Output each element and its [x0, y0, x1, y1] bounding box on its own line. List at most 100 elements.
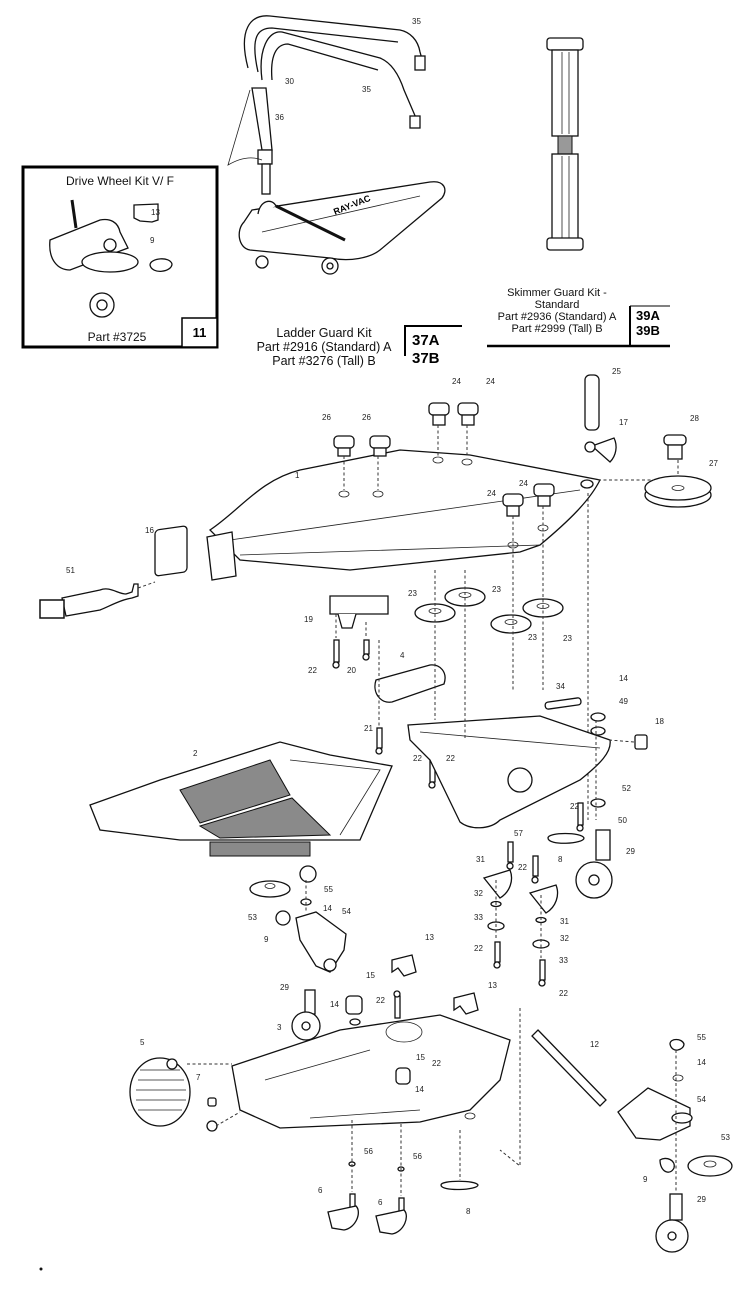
- callout: 6: [318, 1186, 323, 1195]
- callout: 22: [518, 863, 527, 872]
- callout: 32: [474, 889, 483, 898]
- skimmer-guard-code-b: 39B: [636, 323, 660, 338]
- callout: 15: [416, 1053, 425, 1062]
- callout: 31: [560, 917, 569, 926]
- callout: 16: [145, 526, 154, 535]
- callout: 23: [408, 589, 417, 598]
- callout: 36: [275, 113, 284, 122]
- pivot-housing-54-right: [617, 1038, 733, 1177]
- callout: 23: [492, 585, 501, 594]
- kit-label-borders: [404, 305, 670, 356]
- callout: 7: [196, 1073, 201, 1082]
- cleaner-assembled: RAY-VAC: [238, 181, 446, 275]
- grille-5: [129, 1057, 218, 1132]
- callout: 14: [619, 674, 628, 683]
- guards-13: [391, 954, 479, 1015]
- drive-wheel-kit-box: [21, 165, 219, 349]
- callout: 15: [366, 971, 375, 980]
- callout: 57: [514, 829, 523, 838]
- skimmer-guard-roller: [546, 37, 584, 251]
- callout: 22: [376, 996, 385, 1005]
- callout: 14: [330, 1000, 339, 1009]
- callout: 33: [474, 913, 483, 922]
- rod-12: [499, 1008, 607, 1168]
- callout: 22: [413, 754, 422, 763]
- callout: 22: [446, 754, 455, 763]
- callout: 22: [570, 802, 579, 811]
- callout: 1: [295, 471, 300, 480]
- callout: 20: [347, 666, 356, 675]
- callout: 22: [474, 944, 483, 953]
- chassis-52: [407, 697, 648, 829]
- callout: 22: [559, 989, 568, 998]
- callout: 33: [559, 956, 568, 965]
- callout: 27: [709, 459, 718, 468]
- callout: 5: [140, 1038, 145, 1047]
- hose-adapter-51: [39, 581, 156, 619]
- skimmer-guard-kit-subtitle: Standard: [534, 299, 580, 311]
- callout: 24: [487, 489, 496, 498]
- callout: 6: [378, 1198, 383, 1207]
- hose-assembly: [243, 15, 426, 129]
- weight-4: [374, 664, 446, 703]
- callout: 13: [151, 208, 160, 217]
- callout: 13: [488, 981, 497, 990]
- callout: 8: [558, 855, 563, 864]
- callout: 22: [308, 666, 317, 675]
- main-body-1: [206, 449, 601, 581]
- callout: 23: [563, 634, 572, 643]
- ladder-guard-code-b: 37B: [412, 350, 440, 367]
- skimmer-guard-code-a: 39A: [636, 308, 660, 323]
- skimmer-guard-kit-part-a: Part #2936 (Standard) A: [497, 311, 617, 323]
- hose-swivel-36: [227, 87, 273, 195]
- callout: 52: [622, 784, 631, 793]
- callout: 34: [556, 682, 565, 691]
- ladder-guard-code-a: 37A: [412, 332, 440, 349]
- callout: 3: [277, 1023, 282, 1032]
- callout: 24: [452, 377, 461, 386]
- callout: 4: [400, 651, 405, 660]
- callout: 24: [519, 479, 528, 488]
- callout: 23: [528, 633, 537, 642]
- callout: 9: [264, 935, 269, 944]
- washers-23: [414, 587, 564, 634]
- callout: 54: [342, 907, 351, 916]
- callout: 19: [304, 615, 313, 624]
- callout: 28: [690, 414, 699, 423]
- flap-8: [440, 832, 585, 1191]
- callout: 2: [193, 749, 198, 758]
- callout: 14: [697, 1058, 706, 1067]
- callout: 17: [619, 418, 628, 427]
- ladder-guard-kit-part-b: Part #3276 (Tall) B: [272, 354, 376, 368]
- callout: 26: [362, 413, 371, 422]
- callout: 24: [486, 377, 495, 386]
- drive-wheel-kit-title: Drive Wheel Kit V/ F: [65, 174, 175, 188]
- callout: 21: [364, 724, 373, 733]
- callout: 29: [626, 847, 635, 856]
- callout: 29: [280, 983, 289, 992]
- callout: 14: [415, 1085, 424, 1094]
- callout: 54: [697, 1095, 706, 1104]
- drive-wheel-kit-part: Part #3725: [87, 330, 147, 344]
- ladder-guard-kit-part-a: Part #2916 (Standard) A: [256, 340, 392, 354]
- callout: 49: [619, 697, 628, 706]
- callout: 51: [66, 566, 75, 575]
- callout: 53: [721, 1133, 730, 1142]
- callout: 31: [476, 855, 485, 864]
- callout: 30: [285, 77, 294, 86]
- callout: 35: [412, 17, 421, 26]
- gasket-16: [154, 525, 188, 577]
- callout: 55: [697, 1033, 706, 1042]
- callout-labels: 35 35 30 36 13 9 1 16 51 26 26 24 24 24 …: [66, 17, 730, 1216]
- callout: 9: [150, 236, 155, 245]
- skimmer-guard-kit-title: Skimmer Guard Kit -: [507, 287, 607, 299]
- callout: 26: [322, 413, 331, 422]
- drive-wheel-kit-ref: 11: [192, 325, 207, 340]
- callout: 50: [618, 816, 627, 825]
- callout: 29: [697, 1195, 706, 1204]
- callout: 55: [324, 885, 333, 894]
- pivot-housing-54: [249, 865, 363, 1026]
- callout: 9: [643, 1175, 648, 1184]
- pivot-parts: [482, 869, 559, 949]
